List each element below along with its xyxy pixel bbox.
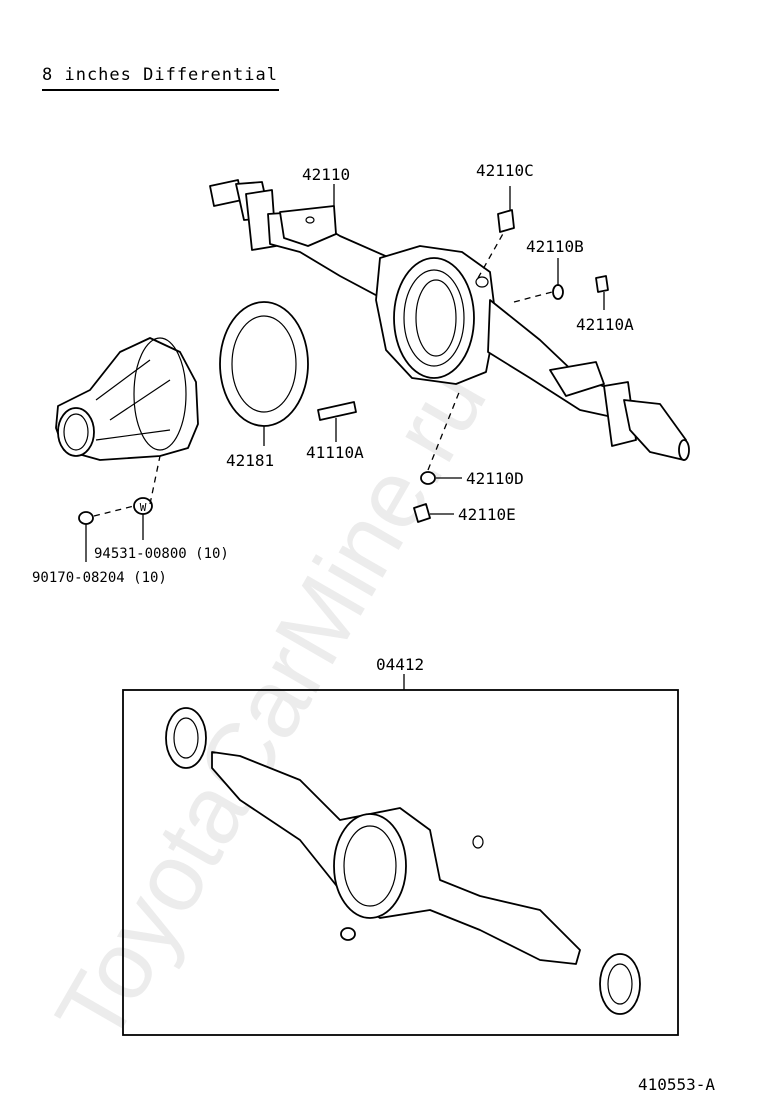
nut-drawing [78, 511, 94, 525]
leader-42110b [513, 291, 553, 303]
washer-symbol: W [140, 501, 147, 514]
label-41110a: 41110A [306, 443, 364, 462]
label-42110e: 42110E [458, 505, 516, 524]
label-42110c: 42110C [476, 161, 534, 180]
label-42181: 42181 [226, 451, 274, 470]
label-42110a: 42110A [576, 315, 634, 334]
leader-42110d-dash [427, 389, 461, 471]
plug-e-drawing [413, 503, 431, 523]
label-washer: 94531-00800 (10) [94, 546, 229, 562]
leader-42110c [477, 231, 505, 279]
differential-carrier-drawing [55, 337, 199, 461]
plug-d-drawing [420, 471, 436, 485]
axle-housing-drawing [209, 179, 690, 461]
label-04412: 04412 [376, 655, 424, 674]
kit-housing-drawing [165, 707, 641, 1015]
breather-plug-drawing [497, 209, 515, 233]
differential-gasket-drawing [219, 301, 309, 427]
gasket-b-drawing [552, 284, 564, 300]
label-42110: 42110 [302, 165, 350, 184]
figure-code: 410553-A [638, 1075, 715, 1094]
diagram-title: 8 inches Differential [42, 65, 278, 85]
label-nut: 90170-08204 (10) [32, 570, 167, 586]
leader-washer-dash [93, 455, 161, 517]
label-42110d: 42110D [466, 469, 524, 488]
plug-a-drawing [595, 275, 609, 293]
label-42110b: 42110B [526, 237, 584, 256]
kit-box [122, 689, 679, 1036]
stud-bolt-drawing [317, 401, 357, 421]
